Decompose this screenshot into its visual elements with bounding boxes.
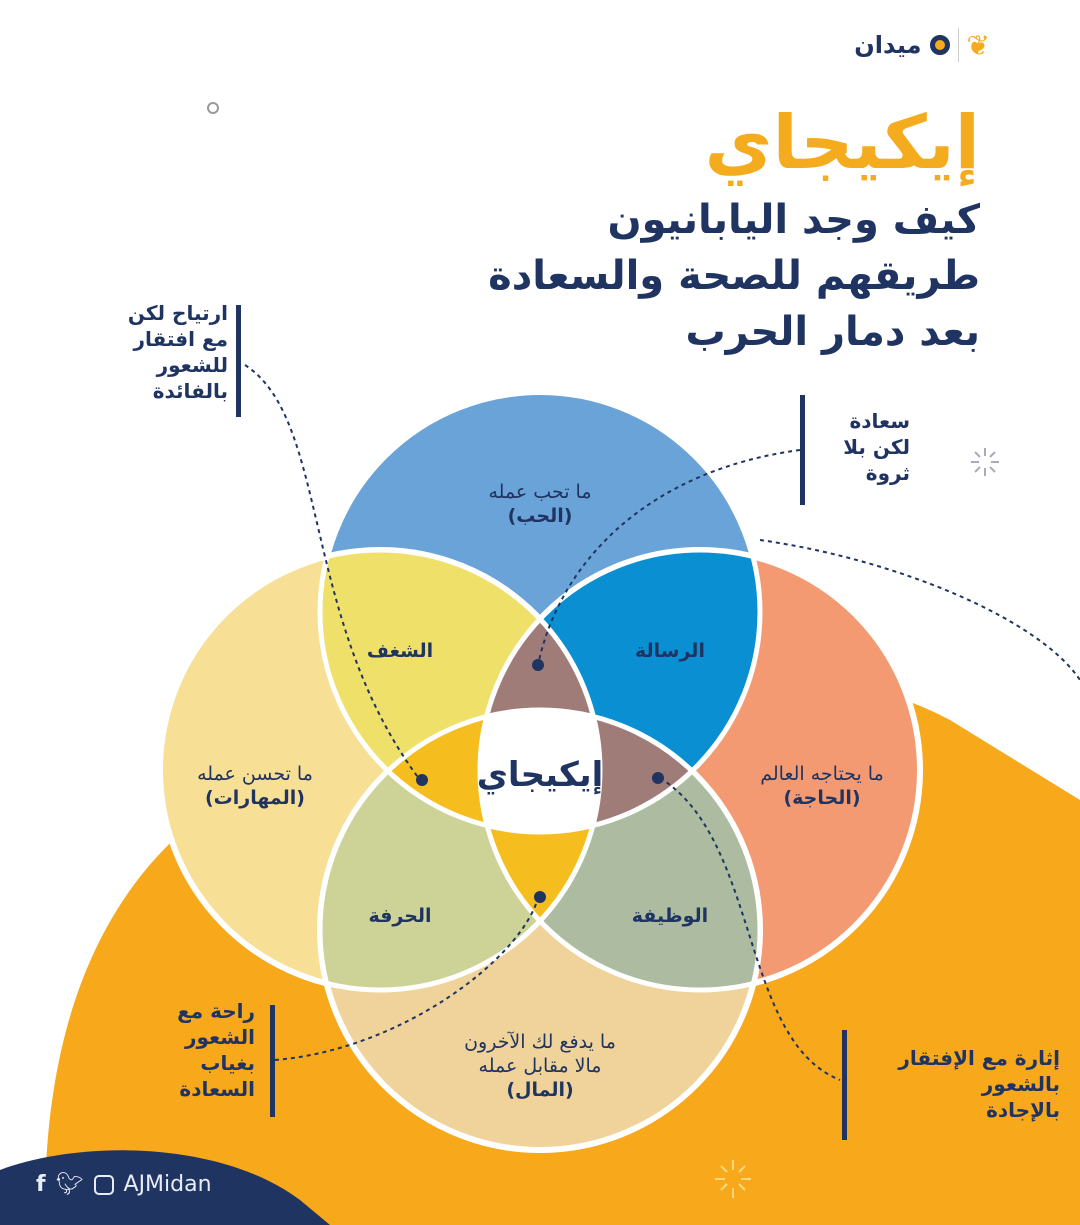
aljazeera-logo-icon: ❦ [966, 28, 990, 62]
decor-circle [207, 102, 219, 114]
social-footer: f 🐦︎ AJMidan [36, 1172, 212, 1197]
brand-name: ميدان [854, 31, 922, 59]
label-skills: ما تحسن عمله(المهارات) [197, 763, 313, 809]
navy-footer-shape [0, 1150, 330, 1225]
subtitle-line: بعد دمار الحرب [685, 309, 980, 355]
page-title: إيكيجاي [704, 100, 980, 186]
twitter-icon[interactable]: 🐦︎ [55, 1172, 84, 1197]
label-profession: الحرفة [368, 905, 432, 927]
sparkle-icon [715, 1160, 751, 1198]
page-subtitle: كيف وجد اليابانيون طريقهم للصحة والسعادة… [488, 192, 980, 360]
instagram-icon[interactable] [93, 1174, 114, 1195]
midan-logo-icon [929, 35, 950, 55]
subtitle-line: كيف وجد اليابانيون [607, 197, 980, 243]
label-mission: الرسالة [635, 640, 705, 662]
label-passion: الشغف [366, 640, 434, 662]
subtitle-line: طريقهم للصحة والسعادة [488, 253, 980, 299]
label-need: ما يحتاجه العالم(الحاجة) [760, 763, 884, 809]
label-vocation: الوظيفة [631, 905, 709, 927]
social-handle[interactable]: AJMidan [123, 1172, 212, 1197]
label-love: ما تحب عمله(الحب) [488, 481, 592, 527]
sparkle-icon [971, 448, 999, 476]
label-ikigai-center: إيكيجاي [476, 755, 604, 795]
facebook-icon[interactable]: f [36, 1172, 46, 1197]
midan-logo: ميدان ❦ [854, 28, 990, 62]
